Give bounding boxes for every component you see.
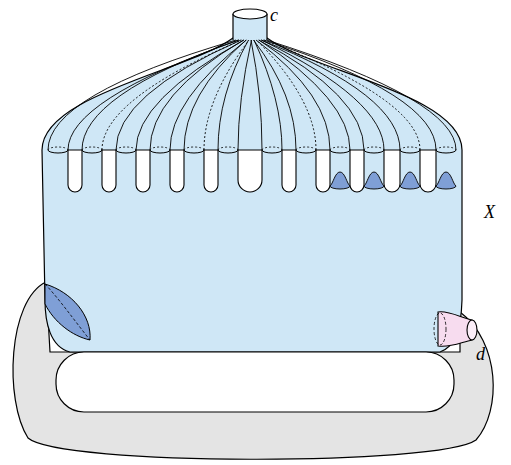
tube-rim (364, 150, 384, 153)
tube-rim (150, 150, 170, 153)
cuff-c (233, 9, 267, 19)
tube-rim (184, 147, 204, 150)
slot (316, 150, 330, 192)
tube-edge (218, 40, 249, 150)
tube-edge (261, 40, 400, 150)
slot (420, 150, 436, 192)
tube-edge (251, 40, 262, 150)
tube-rim (436, 150, 456, 153)
boundary-disc (364, 172, 384, 189)
tube-edge (170, 40, 247, 150)
tube-rim (184, 150, 204, 153)
tube-rim (48, 150, 68, 153)
tube-edge (184, 40, 246, 150)
tube-rim (330, 150, 350, 153)
boundary-label: c (270, 6, 278, 24)
tube-rim (116, 147, 136, 150)
tube-edge (257, 40, 317, 150)
tube-rim (262, 150, 282, 153)
slot (384, 150, 400, 192)
slot (282, 150, 296, 192)
tube-edge (264, 40, 420, 150)
tube-rim (48, 147, 68, 150)
slot (170, 150, 184, 192)
tube-edge (254, 40, 297, 150)
tube-rim (400, 147, 420, 150)
tube-rim (400, 150, 420, 153)
boundary-label: d (476, 345, 485, 363)
slot (102, 150, 116, 192)
tube-edge (68, 40, 239, 150)
tube-rim (218, 150, 238, 153)
tube-edge (116, 40, 241, 150)
tube-edge (264, 40, 437, 150)
tube-rim (262, 147, 282, 150)
tube-edge (150, 40, 244, 150)
tube-rim (364, 147, 384, 150)
tube-edge (204, 40, 249, 150)
tube-rim (218, 147, 238, 150)
tube-rim (82, 150, 102, 153)
tube-rim (150, 147, 170, 150)
tube-rim (436, 147, 456, 150)
tube-edge (259, 40, 350, 150)
tube-edge (48, 40, 236, 150)
boundary-disc (330, 172, 350, 189)
boundary-disc (400, 172, 420, 189)
boundary-disc (45, 284, 90, 340)
slot (204, 150, 218, 192)
tube-lines (48, 40, 456, 150)
tube-rim (82, 147, 102, 150)
boundary-label: X (484, 203, 495, 221)
tube-edge (136, 40, 244, 150)
tube-rim (330, 147, 350, 150)
cuff-d (467, 320, 477, 340)
tube-rim (296, 147, 316, 150)
tube-edge (238, 40, 252, 150)
tube-edge (267, 40, 457, 150)
tube-edge (254, 40, 282, 150)
slot (136, 150, 150, 192)
tube-rim (296, 150, 316, 153)
handle-hole (56, 352, 454, 412)
surface-body (42, 38, 462, 352)
slot (238, 150, 262, 192)
slot (350, 150, 364, 192)
slot (68, 150, 82, 192)
boundary-disc (436, 172, 456, 189)
tube-rims (48, 147, 456, 192)
tube-rim (116, 150, 136, 153)
